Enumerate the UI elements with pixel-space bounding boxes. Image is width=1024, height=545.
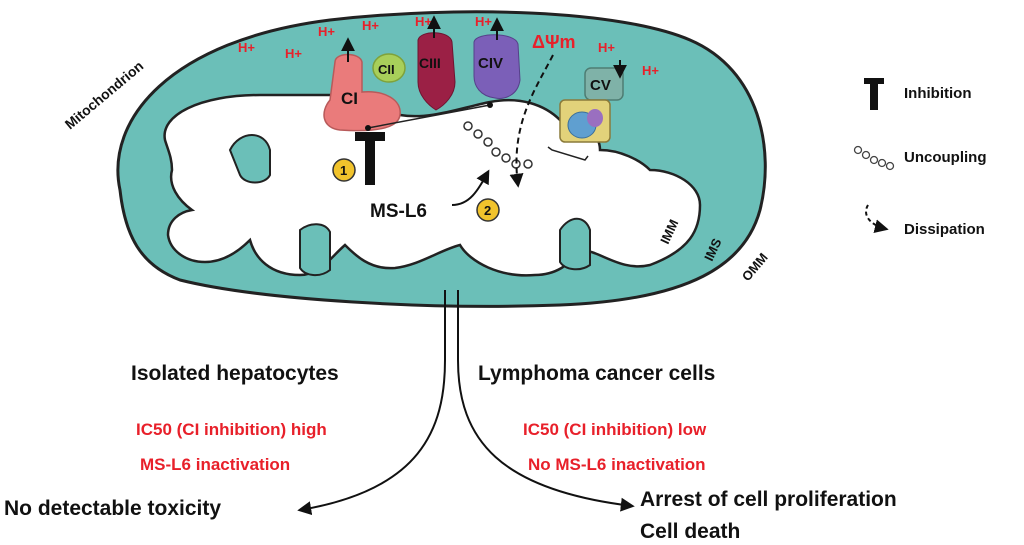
proton-label: H+ [362,18,379,33]
proton-label: H+ [285,46,302,61]
proton-label: H+ [598,40,615,55]
cii-label: CII [378,62,395,77]
proton-label: H+ [475,14,492,29]
left-branch-arrow [297,290,446,516]
uncoupling-arrow [451,169,490,206]
civ-label: CIV [478,55,503,72]
legend-inhibition-label: Inhibition [904,85,971,102]
complex-ci: CI [323,37,401,132]
drug-label: MS-L6 [370,201,427,222]
membrane-potential-label: ΔΨm [532,32,576,52]
right-branch-line1: IC50 (CI inhibition) low [523,420,707,439]
legend-inhibition: Inhibition [864,78,971,110]
svg-text:1: 1 [340,163,347,178]
crista [559,217,591,271]
proton-label: H+ [415,14,432,29]
legend-uncoupling-label: Uncoupling [904,149,987,166]
ciii-label: CIII [419,55,441,71]
inhibition-symbol [355,132,385,185]
legend-uncoupling [853,145,895,171]
proton-label: H+ [318,24,335,39]
omm-label: OMM [739,250,771,284]
cv-label: CV [590,77,611,94]
left-branch-line1: IC50 (CI inhibition) high [136,420,327,439]
right-branch-line2: No MS-L6 inactivation [528,455,706,474]
crista [228,134,271,184]
right-branch-outcome-1: Arrest of cell proliferation [640,488,897,511]
dissipation-arrow [509,54,554,188]
left-branch-title: Isolated hepatocytes [131,362,339,385]
inhibition-link [367,104,491,129]
left-branch-outcome: No detectable toxicity [4,497,221,520]
right-branch-arrow [457,290,635,512]
complex-ciii: CIII [417,15,456,111]
legend-dissipation-icon [865,204,889,234]
left-branch-line2: MS-L6 inactivation [140,455,290,474]
svg-text:2: 2 [484,203,491,218]
right-branch-outcome-2: Cell death [640,520,740,543]
complex-cii: CII [372,53,406,83]
uncoupler-molecule [463,121,533,169]
right-branch-title: Lymphoma cancer cells [478,362,715,385]
step-2-badge: 2 [476,198,500,222]
proton-label: H+ [238,40,255,55]
complex-civ: CIV [473,17,521,99]
crista [299,223,331,276]
complex-cv: CV [547,60,627,161]
legend: Inhibition Uncoupling Dissipation [853,78,987,238]
ci-label: CI [341,89,358,108]
step-1-badge: 1 [332,158,356,182]
proton-label: H+ [642,63,659,78]
legend-dissipation-label: Dissipation [904,221,985,238]
